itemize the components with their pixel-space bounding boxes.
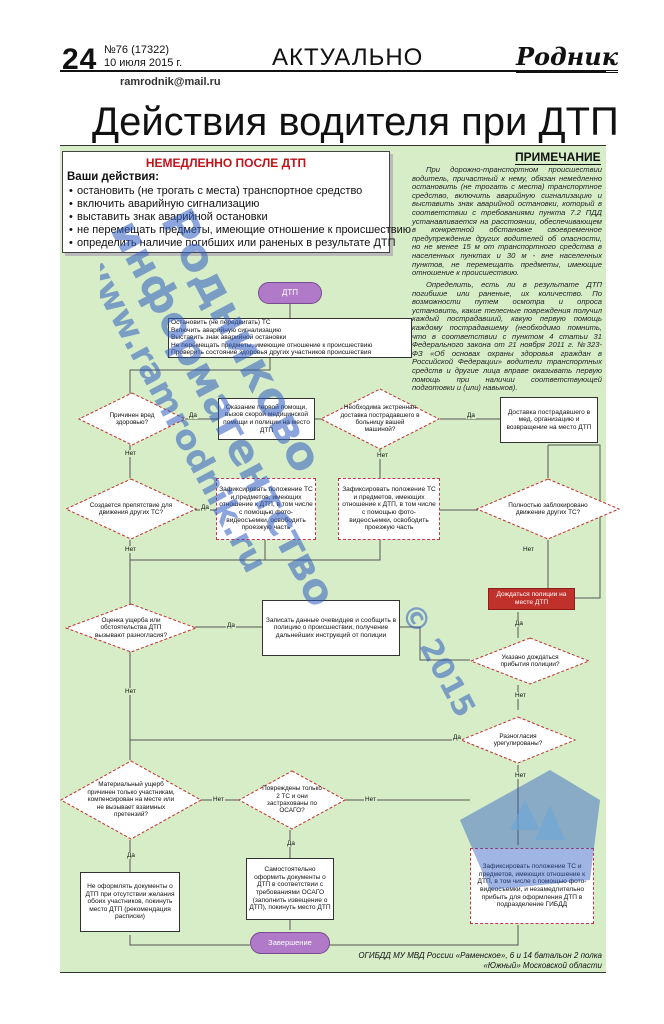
label-no: Нет [212, 796, 225, 803]
immediate-item: •выставить знак аварийной остановки [69, 211, 268, 223]
immediate-item: •не перемещать предметы, имеющие отношен… [69, 224, 412, 236]
bullet-icon: • [69, 237, 73, 249]
flow-step-stop: Остановить (не передвигать) ТС Включить … [168, 318, 412, 358]
immediate-item: •включить аварийную сигнализацию [69, 198, 260, 210]
label-yes: Да [188, 412, 198, 419]
bottom-rule [60, 972, 606, 973]
flow-deliver: Доставка пострадавшего в мед. организаци… [500, 397, 598, 443]
flow-diamond [65, 478, 197, 540]
question-damage: Материальный ущерб причинен только участ… [87, 781, 175, 819]
flow-fix-gibdd: Зафиксировать положение ТС и предметов, … [470, 848, 594, 924]
flow-end: Завершение [250, 932, 330, 954]
watermark-logo [460, 770, 600, 890]
article-title: Действия водителя при ДТП [92, 100, 619, 144]
flow-diamond [238, 770, 346, 830]
immediate-title: НЕМЕДЛЕННО ПОСЛЕ ДТП [145, 156, 307, 170]
question-deliver: Необходима экстренная доставка пострадав… [340, 404, 420, 434]
note-title: ПРИМЕЧАНИЕ [515, 150, 601, 165]
flow-diamond [320, 388, 440, 450]
label-yes: Да [466, 412, 476, 419]
label-no: Нет [376, 452, 389, 459]
label-no: Нет [124, 688, 137, 695]
flow-first-aid: Оказание первой помощи, вызов скорой мед… [218, 398, 315, 440]
label-no: Нет [514, 772, 527, 779]
immediate-item: •остановить (не трогать с места) транспо… [69, 185, 363, 197]
label-no: Нет [364, 796, 377, 803]
flow-self-docs: Самостоятельно оформить документы о ДТП … [246, 858, 334, 920]
immediate-actions-box: НЕМЕДЛЕННО ПОСЛЕ ДТП Ваши действия: •ост… [62, 151, 411, 253]
bullet-icon: • [69, 224, 73, 236]
flow-start: ДТП [258, 282, 322, 304]
label-no: Нет [522, 546, 535, 553]
question-obstacle: Создается препятствие для движения други… [89, 501, 173, 516]
label-yes: Да [126, 852, 136, 859]
question-settled: Разногласия урегулированы? [493, 732, 543, 747]
label-no: Нет [124, 450, 137, 457]
bullet-icon: • [69, 211, 73, 223]
source-credit: ОГИБДД МУ МВД России «Раменское», 6 и 14… [358, 951, 602, 970]
title-rule [60, 145, 606, 146]
bullet-icon: • [69, 185, 73, 197]
label-yes: Да [226, 622, 236, 629]
immediate-subtitle: Ваши действия: [67, 171, 160, 183]
header-rule [60, 70, 606, 72]
flow-fix-1: Зафиксировать положение ТС и предметов, … [216, 478, 316, 540]
flow-diamond [60, 760, 202, 840]
flow-fix-2: Зафиксировать положение ТС и предметов, … [338, 478, 440, 540]
note-paragraph: Определить, есть ли в результате ДТП пог… [412, 280, 602, 393]
bullet-icon: • [69, 198, 73, 210]
flow-diamond [65, 603, 197, 653]
flow-no-docs: Не оформлять документы о ДТП при отсутст… [80, 872, 180, 932]
label-yes: Да [286, 840, 296, 847]
question-blocked: Полностью заблокировано движение других … [508, 501, 588, 516]
question-insured: Повреждены только 2 ТС и они застрахован… [262, 785, 322, 815]
label-yes: Да [514, 620, 524, 627]
flow-diamond [460, 716, 576, 764]
flow-record: Записать данные очевидцев и сообщить в п… [262, 600, 400, 656]
issue-date: 10 июля 2015 г. [104, 57, 183, 69]
section-title: АКТУАЛЬНО [272, 44, 424, 71]
infographic-background [60, 146, 606, 972]
label-no: Нет [514, 692, 527, 699]
flow-diamond [470, 637, 590, 685]
question-harm: Причинен вред здоровью? [109, 411, 155, 426]
question-disagree: Оценка ущерба или обстоятельства ДТП выз… [94, 616, 168, 639]
immediate-item: •определить наличие погибших или раненых… [69, 237, 396, 249]
contact-email: ramrodnik@mail.ru [120, 76, 221, 88]
question-wait: Указано дождаться прибытия полиции? [500, 653, 560, 668]
flow-wait-police: Дождаться полиции на месте ДТП [488, 588, 575, 610]
label-no: Нет [124, 546, 137, 553]
label-yes: Да [452, 734, 462, 741]
flow-diamond [78, 392, 186, 446]
label-yes: Да [200, 504, 210, 511]
issue-number: №76 (17322) [104, 44, 170, 56]
note-paragraph: При дорожно-транспортном происшествии во… [412, 165, 602, 278]
flow-diamond [476, 478, 620, 540]
